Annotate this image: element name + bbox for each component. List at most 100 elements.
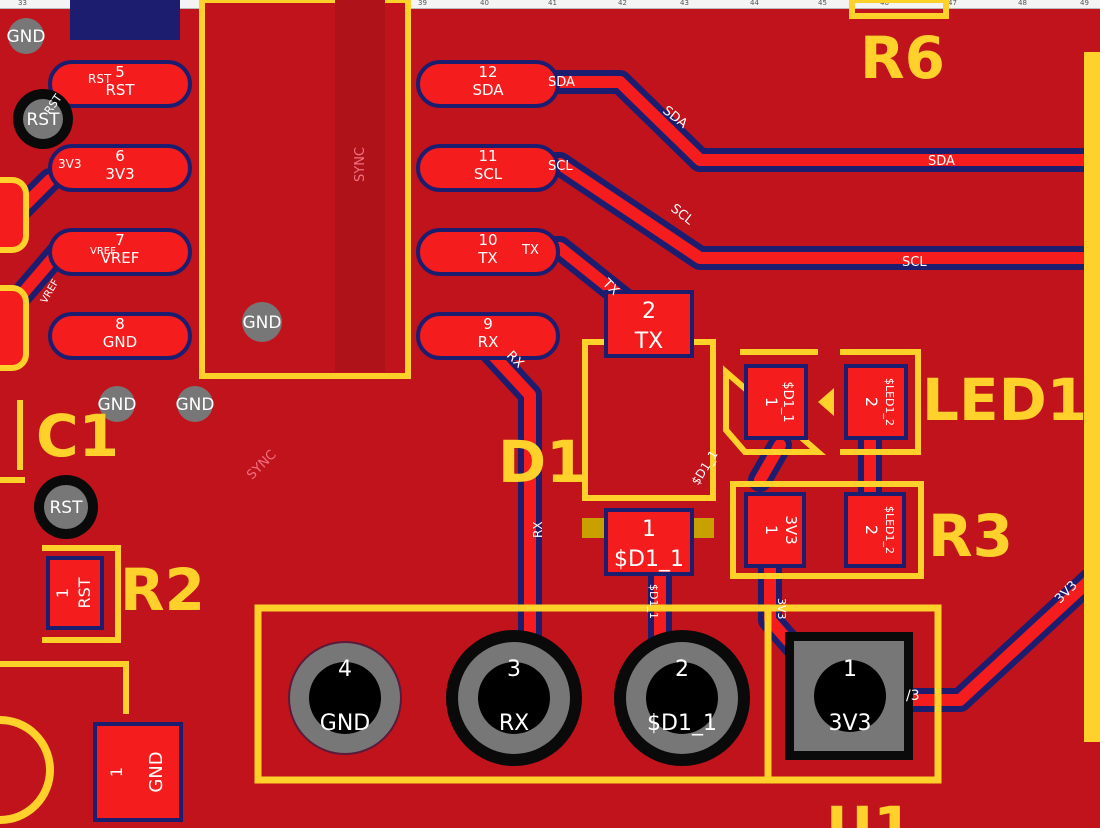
ref-c1: C1 [36, 402, 119, 470]
svg-text:VREF: VREF [101, 249, 140, 267]
svg-text:$D1_1: $D1_1 [647, 711, 717, 736]
svg-text:SCL: SCL [548, 159, 573, 174]
svg-text:SDA: SDA [548, 75, 575, 90]
via-gnd-a[interactable] [99, 386, 135, 422]
svg-text:SCL: SCL [668, 201, 697, 228]
header-j1 [254, 604, 942, 784]
svg-text:$LED1_2: $LED1_2 [883, 506, 896, 554]
via-gnd-top[interactable] [8, 18, 44, 54]
svg-text:SYNC: SYNC [353, 147, 368, 182]
r2-pad-1[interactable] [46, 556, 104, 630]
svg-text:1: 1 [107, 767, 126, 777]
c1-pad-1[interactable] [93, 722, 183, 822]
led1-pad-1[interactable] [744, 364, 808, 440]
ic-left-pads [48, 60, 192, 360]
svg-text:RX: RX [499, 711, 529, 736]
ic-pad-10[interactable] [416, 228, 560, 276]
svg-text:TX: TX [477, 249, 497, 267]
r2-footprint [42, 545, 121, 643]
r3-footprint [730, 481, 924, 579]
ic-pad-6[interactable] [48, 144, 192, 192]
svg-text:GND: GND [176, 395, 215, 415]
svg-text:1: 1 [642, 517, 656, 542]
svg-text:5: 5 [115, 63, 125, 81]
ic-pad-8[interactable] [48, 312, 192, 360]
ic-right-pads [416, 60, 560, 360]
svg-text:TX: TX [634, 329, 664, 354]
via-gnd-ic[interactable] [242, 302, 282, 342]
ref-r3: R3 [928, 502, 1013, 570]
svg-text:SDA: SDA [472, 81, 504, 99]
r3-pad-2[interactable] [844, 492, 906, 568]
svg-text:GND: GND [320, 711, 370, 736]
led1-footprint [723, 349, 921, 455]
svg-text:1: 1 [53, 588, 72, 598]
svg-text:2: 2 [642, 299, 656, 324]
svg-text:/3: /3 [906, 688, 920, 704]
ic-pad-7[interactable] [48, 228, 192, 276]
svg-text:RST: RST [88, 72, 112, 86]
left-partial-pads [0, 177, 29, 371]
svg-text:$D1_1: $D1_1 [614, 547, 684, 572]
svg-text:RX: RX [531, 521, 545, 538]
svg-text:GND: GND [146, 751, 167, 792]
board-edge-silk [1084, 52, 1100, 742]
rotated-pad-labels: 1 $D1_1 2 $LED1_2 1 3V3 2 $LED1_2 1 RST … [53, 378, 896, 793]
svg-text:8: 8 [115, 315, 125, 333]
svg-text:7: 7 [115, 231, 125, 249]
svg-text:11: 11 [478, 147, 497, 165]
svg-text:SCL: SCL [902, 255, 927, 270]
svg-text:VREF: VREF [90, 246, 116, 257]
svg-text:3V3: 3V3 [782, 515, 800, 544]
c1-footprint [0, 400, 183, 824]
via-rst-bottom[interactable] [44, 485, 88, 529]
svg-text:RST: RST [105, 81, 135, 99]
ref-r6: R6 [860, 24, 945, 92]
ref-led1: LED1 [922, 366, 1087, 434]
svg-text:$D1_1: $D1_1 [647, 584, 660, 619]
pad-strip [70, 0, 180, 40]
ic-body [199, 0, 411, 379]
d1-pad-1[interactable] [604, 508, 694, 576]
svg-text:1: 1 [762, 525, 781, 535]
led1-pad-2[interactable] [844, 364, 908, 440]
svg-text:3V3: 3V3 [828, 711, 871, 736]
ic-pad-11[interactable] [416, 144, 560, 192]
via-gnd-b[interactable] [177, 386, 213, 422]
svg-text:$LED1_2: $LED1_2 [883, 378, 896, 426]
d1-footprint [582, 290, 716, 576]
svg-text:GND: GND [98, 395, 137, 415]
ic-pad-9[interactable] [416, 312, 560, 360]
svg-text:GND: GND [103, 333, 137, 351]
svg-text:6: 6 [115, 147, 125, 165]
svg-text:SCL: SCL [474, 165, 503, 183]
svg-text:3V3: 3V3 [775, 598, 788, 620]
svg-text:10: 10 [478, 231, 497, 249]
svg-text:3: 3 [507, 657, 521, 682]
pad-labels: 5 RST 6 3V3 7 VREF 8 GND 12 SDA 11 SCL 1… [7, 27, 872, 736]
svg-text:3V3: 3V3 [105, 165, 134, 183]
via-rst-top[interactable] [23, 99, 63, 139]
svg-text:GND: GND [243, 313, 282, 333]
r3-pad-1[interactable] [744, 492, 806, 568]
d1-pad-2[interactable] [604, 290, 694, 358]
svg-text:SYNC: SYNC [244, 447, 279, 482]
svg-text:RX: RX [478, 333, 499, 351]
ref-u1: U1 [826, 794, 913, 828]
svg-text:SDA: SDA [928, 154, 955, 169]
svg-text:2: 2 [862, 525, 881, 535]
ic-pad-12[interactable] [416, 60, 560, 108]
ic-pad-5[interactable] [48, 60, 192, 108]
vias [8, 18, 282, 539]
svg-text:RST: RST [75, 577, 94, 608]
svg-text:$D1_1: $D1_1 [780, 381, 795, 422]
ref-r2: R2 [120, 556, 205, 624]
svg-text:1: 1 [762, 397, 781, 407]
svg-text:2: 2 [862, 397, 881, 407]
svg-text:RST: RST [50, 498, 84, 518]
svg-text:1: 1 [843, 657, 857, 682]
svg-text:TX: TX [521, 243, 539, 258]
silk-refs: R6 LED1 R3 D1 C1 R2 U1 [36, 24, 1087, 828]
